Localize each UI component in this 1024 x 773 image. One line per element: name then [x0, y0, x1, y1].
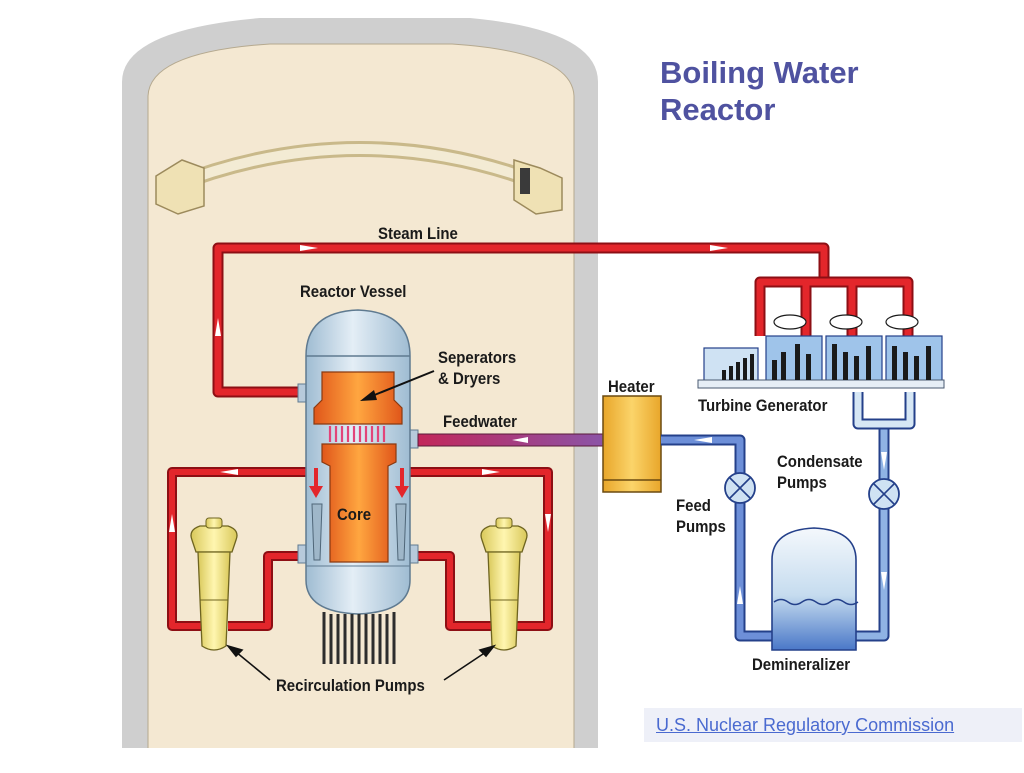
condensate-pumps-label-line-1: Condensate — [777, 452, 863, 471]
condensate-pump — [868, 478, 900, 510]
separators-label-line-2: & Dryers — [438, 369, 501, 388]
recirculation-pump-right — [480, 517, 528, 651]
steam-line-label: Steam Line — [378, 224, 458, 243]
separators-pointer — [360, 370, 435, 401]
recirculation-pointers — [225, 644, 497, 681]
condensate-pumps-label-line-2: Pumps — [777, 473, 827, 492]
title-line-1: Boiling Water — [660, 55, 859, 90]
diagram-title: Boiling Water Reactor — [660, 54, 859, 128]
steam-line-pipe — [212, 242, 914, 398]
separators-label-line-1: Seperators — [438, 348, 517, 367]
recirculation-pump-left — [190, 517, 238, 651]
crane-rail — [155, 141, 563, 215]
recirculation-loops — [167, 467, 553, 631]
feedwater-label: Feedwater — [443, 412, 518, 431]
heater — [602, 395, 662, 493]
demineralizer-label: Demineralizer — [752, 655, 851, 674]
steam-flow-arrows — [215, 245, 728, 336]
reactor-vessel — [297, 309, 419, 664]
title-line-2: Reactor — [660, 92, 776, 127]
heater-label: Heater — [608, 377, 655, 396]
recirculation-pumps-label: Recirculation Pumps — [276, 676, 425, 695]
reactor-vessel-label: Reactor Vessel — [300, 282, 407, 301]
feedwater-pipe — [417, 433, 607, 447]
condensate-flow-arrows — [694, 437, 887, 604]
credit-box: U.S. Nuclear Regulatory Commission — [644, 708, 1022, 742]
recirculation-flow-arrows — [169, 469, 551, 532]
feed-pump — [724, 472, 756, 504]
credit-link[interactable]: U.S. Nuclear Regulatory Commission — [656, 715, 955, 735]
feed-pumps-label-line-1: Feed — [676, 496, 711, 515]
turbine-generator — [697, 314, 945, 389]
core-label: Core — [337, 505, 372, 524]
turbine-generator-label: Turbine Generator — [698, 396, 828, 415]
feed-pumps-label-line-2: Pumps — [676, 517, 726, 536]
demineralizer — [771, 527, 859, 651]
